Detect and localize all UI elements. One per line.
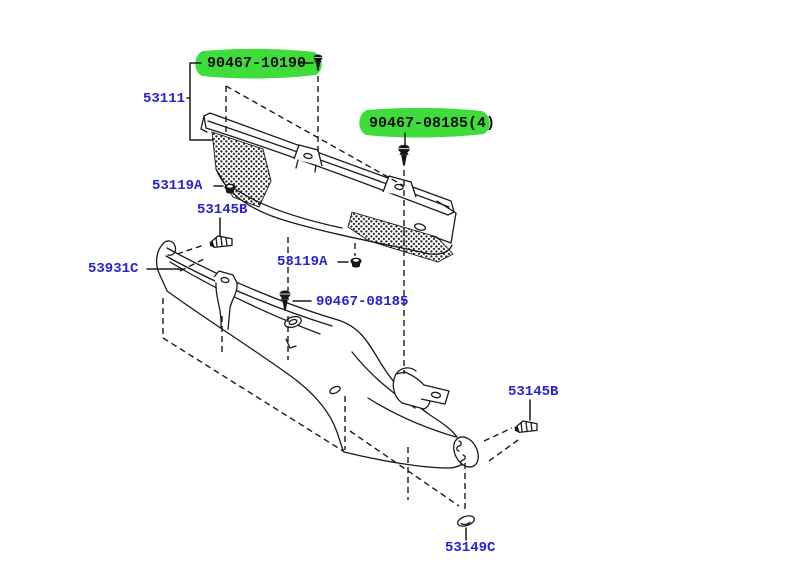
part-label-90467-10190-highlighted[interactable]: 90467-10190 [207, 55, 307, 72]
projection-lines [162, 76, 519, 512]
highlight-blob-90467-10190 [195, 48, 322, 79]
part-label-90467-08185-4-highlighted[interactable]: 90467-08185(4) [369, 115, 496, 132]
part-label-53931C[interactable]: 53931C [88, 261, 139, 277]
part-label-90467-08185[interactable]: 90467-08185 [316, 294, 409, 310]
grille-drawing [200, 112, 457, 263]
part-label-53119A-middle[interactable]: 53119A [277, 254, 328, 270]
part-label-53119A-left[interactable]: 53119A [152, 178, 203, 194]
oval-clip-icon [455, 513, 477, 529]
molding-drawing [155, 240, 479, 469]
screw-icon [397, 144, 411, 167]
part-label-53111[interactable]: 53111 [143, 91, 186, 107]
retainer-clip-icon [513, 420, 538, 434]
part-label-53145B-left[interactable]: 53145B [197, 202, 248, 218]
grommet-clip-icon [350, 257, 362, 268]
leader-lines [146, 62, 531, 541]
part-label-53149C[interactable]: 53149C [445, 540, 496, 556]
part-label-53145B-right[interactable]: 53145B [508, 384, 559, 400]
highlight-blob-90467-08185-4 [359, 107, 490, 138]
retainer-clip-icon [208, 235, 233, 249]
